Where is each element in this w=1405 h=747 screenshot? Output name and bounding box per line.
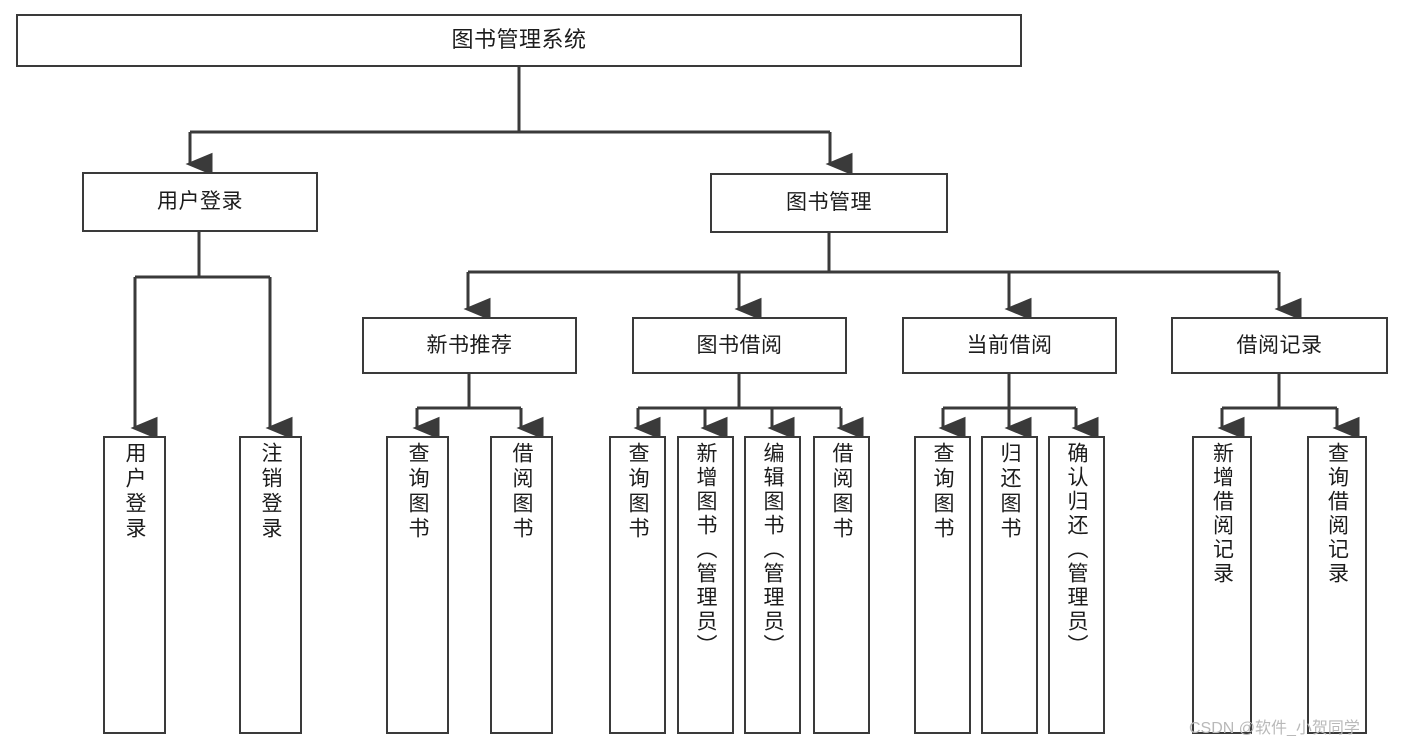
node-book-management-system[interactable]: 图书管理系统	[16, 14, 1022, 67]
node-label: 新书推荐	[426, 333, 513, 357]
node-label: 确认归还（管理员）	[1065, 442, 1088, 658]
leaf-book-borrow-edit-book-admin[interactable]: 编辑图书（管理员）	[744, 436, 801, 734]
node-borrow-record[interactable]: 借阅记录	[1171, 317, 1388, 374]
leaf-current-borrow-return-book[interactable]: 归还图书	[981, 436, 1038, 734]
node-label: 图书管理	[786, 191, 872, 215]
node-label: 图书管理系统	[451, 27, 587, 53]
node-label: 新增图书（管理员）	[694, 442, 717, 658]
node-label: 借阅图书	[510, 442, 533, 542]
leaf-book-borrow-add-book-admin[interactable]: 新增图书（管理员）	[677, 436, 734, 734]
leaf-current-borrow-query-book[interactable]: 查询图书	[914, 436, 971, 734]
node-label: 查询图书	[931, 442, 954, 542]
node-label: 借阅图书	[830, 442, 853, 542]
node-current-borrow[interactable]: 当前借阅	[902, 317, 1117, 374]
node-new-book-recommend[interactable]: 新书推荐	[362, 317, 577, 374]
node-label: 注销登录	[259, 442, 282, 542]
node-label: 查询图书	[406, 442, 429, 542]
leaf-new-book-query-book[interactable]: 查询图书	[386, 436, 449, 734]
leaf-current-borrow-confirm-return-admin[interactable]: 确认归还（管理员）	[1048, 436, 1105, 734]
node-label: 借阅记录	[1236, 333, 1323, 357]
node-label: 用户登录	[157, 190, 243, 214]
node-label: 当前借阅	[966, 333, 1053, 357]
leaf-book-borrow-borrow-book[interactable]: 借阅图书	[813, 436, 870, 734]
node-label: 编辑图书（管理员）	[761, 442, 784, 658]
node-book-borrow[interactable]: 图书借阅	[632, 317, 847, 374]
node-label: 用户登录	[123, 442, 146, 542]
watermark-text: CSDN @软件_小贺同学	[1189, 720, 1360, 737]
node-label: 图书借阅	[696, 333, 783, 357]
leaf-borrow-record-query-record[interactable]: 查询借阅记录	[1307, 436, 1367, 734]
node-user-login[interactable]: 用户登录	[82, 172, 318, 232]
node-label: 归还图书	[998, 442, 1021, 542]
leaf-user-login-login[interactable]: 用户登录	[103, 436, 166, 734]
leaf-user-login-logout[interactable]: 注销登录	[239, 436, 302, 734]
leaf-book-borrow-query-book[interactable]: 查询图书	[609, 436, 666, 734]
node-label: 新增借阅记录	[1210, 442, 1234, 586]
leaf-new-book-borrow-book[interactable]: 借阅图书	[490, 436, 553, 734]
leaf-borrow-record-add-record[interactable]: 新增借阅记录	[1192, 436, 1252, 734]
node-label: 查询图书	[626, 442, 649, 542]
node-label: 查询借阅记录	[1325, 442, 1349, 586]
node-book-management[interactable]: 图书管理	[710, 173, 948, 233]
